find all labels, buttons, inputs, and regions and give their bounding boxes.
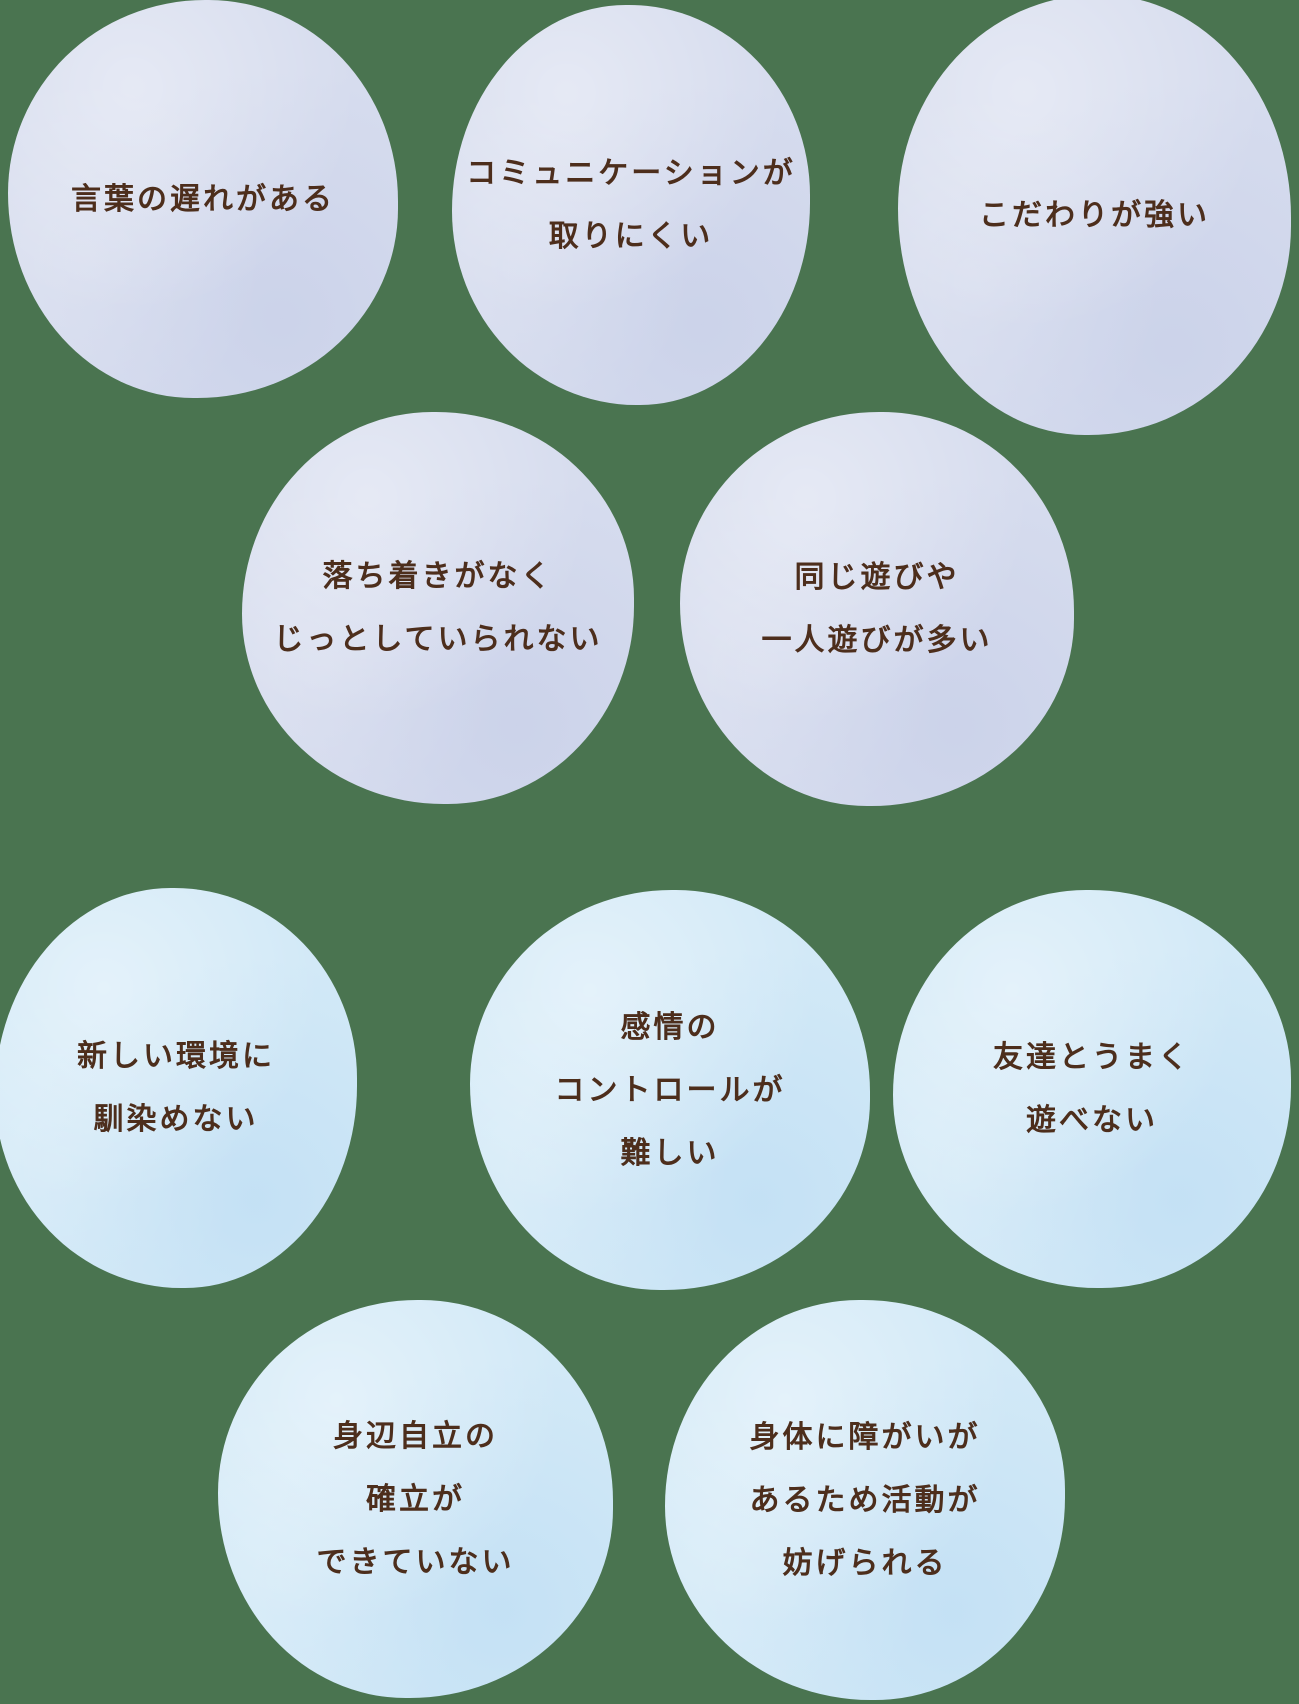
bubble-text-line: 感情の	[620, 1009, 720, 1045]
bubble-text-line: コントロールが	[554, 1072, 786, 1108]
bubble-text-line: 新しい環境に	[77, 1039, 275, 1074]
bubble-text-line: コミュニケーションが	[466, 156, 796, 191]
concern-bubble-solitary-play: 同じ遊びや一人遊びが多い	[680, 412, 1074, 806]
concern-bubble-playing-with-friends: 友達とうまく遊べない	[893, 890, 1291, 1288]
bubble-text-line: 友達とうまく	[993, 1040, 1191, 1075]
bubble-text-line: あるため活動が	[749, 1482, 981, 1518]
bubble-text-line: 難しい	[620, 1135, 720, 1171]
concern-bubble-restless: 落ち着きがなくじっとしていられない	[242, 412, 634, 804]
bubble-text-line: 遊べない	[1026, 1103, 1158, 1138]
bubble-text-line: 身辺自立の	[333, 1418, 498, 1454]
bubble-text-line: 妨げられる	[782, 1545, 948, 1581]
concern-bubble-self-care: 身辺自立の確立ができていない	[218, 1300, 613, 1698]
bubble-text-line: 同じ遊びや	[794, 560, 960, 595]
bubble-text-line: じっとしていられない	[273, 622, 603, 657]
concern-bubble-speech-delay: 言葉の遅れがある	[8, 0, 398, 398]
bubble-text-line: 取りにくい	[548, 219, 714, 254]
bubble-text-line: 確立が	[366, 1481, 465, 1517]
concern-bubble-new-environment: 新しい環境に馴染めない	[0, 888, 357, 1288]
concern-bubble-communication: コミュニケーションが取りにくい	[452, 5, 810, 405]
bubble-text-line: 身体に障がいが	[749, 1419, 981, 1455]
bubble-text-line: こだわりが強い	[979, 197, 1210, 233]
concern-bubble-strong-fixation: こだわりが強い	[898, 0, 1291, 435]
bubble-text-line: 一人遊びが多い	[761, 623, 993, 658]
concern-bubble-emotion-control: 感情のコントロールが難しい	[470, 890, 870, 1290]
bubble-text-line: できていない	[316, 1544, 515, 1580]
bubble-text-line: 言葉の遅れがある	[71, 181, 335, 217]
bubble-text-line: 馴染めない	[93, 1102, 259, 1137]
concern-bubble-physical-disability: 身体に障がいがあるため活動が妨げられる	[665, 1300, 1065, 1700]
bubble-text-line: 落ち着きがなく	[322, 559, 554, 594]
